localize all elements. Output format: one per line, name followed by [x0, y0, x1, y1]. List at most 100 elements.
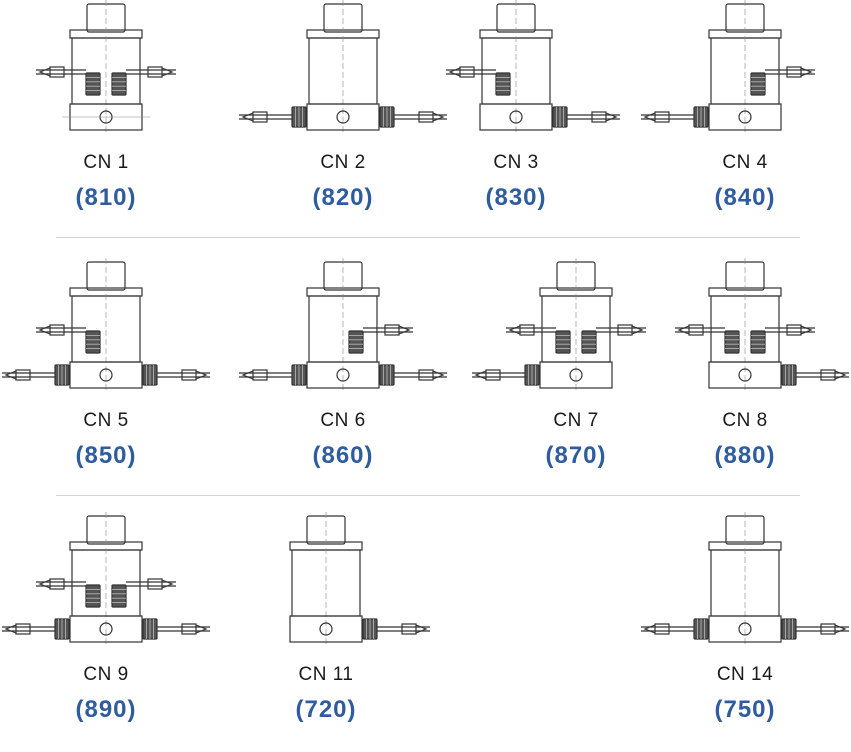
hose-barb — [508, 325, 521, 335]
product-cell[interactable]: CN 5 (850) — [0, 258, 212, 498]
valve-drawing-cn3 — [446, 0, 620, 134]
hose-collar — [820, 369, 836, 381]
valve-drawing-cn14 — [641, 512, 849, 646]
product-label: CN 2 — [320, 152, 366, 173]
hose-barb — [161, 579, 174, 589]
hose-collar — [688, 324, 704, 336]
valve-drawing-cn5 — [2, 258, 210, 392]
port-circle — [738, 622, 752, 636]
hose-barb — [643, 624, 656, 634]
product-label: CN 6 — [320, 410, 366, 431]
product-label: CN 7 — [553, 410, 599, 431]
hose-collar — [617, 324, 633, 336]
hose-barb — [834, 624, 847, 634]
bottom-block — [289, 615, 363, 643]
hose-collar — [418, 111, 434, 123]
hose-barb — [605, 112, 618, 122]
hex-nut — [85, 72, 101, 96]
product-cell[interactable]: CN 1 (810) — [0, 0, 212, 240]
product-code: (840) — [714, 184, 776, 211]
product-cell[interactable]: CN 2 (820) — [237, 0, 449, 240]
valve-drawing-cn1 — [36, 0, 176, 134]
hose-barb — [432, 370, 445, 380]
product-label: CN 5 — [83, 410, 129, 431]
hose-collar — [147, 578, 163, 590]
hose-collar — [485, 369, 501, 381]
bottom-block — [708, 361, 782, 389]
product-label: CN 8 — [722, 410, 768, 431]
hose-collar — [820, 623, 836, 635]
product-code: (860) — [312, 442, 374, 469]
hose-collar — [15, 623, 31, 635]
hose-barb — [4, 624, 17, 634]
port-circle — [738, 110, 752, 124]
hex-nut — [111, 584, 127, 608]
hose-collar — [519, 324, 535, 336]
port-circle — [319, 622, 333, 636]
port-circle — [336, 368, 350, 382]
bottom-block — [708, 615, 782, 643]
product-cell[interactable]: CN 9 (890) — [0, 512, 212, 752]
hose-collar — [181, 369, 197, 381]
hose-collar — [654, 623, 670, 635]
hex-nut — [555, 330, 571, 354]
product-code: (890) — [75, 696, 137, 723]
hex-nut — [724, 330, 740, 354]
product-cell[interactable]: CN 11 (720) — [220, 512, 432, 752]
valve-drawing-cn8 — [675, 258, 849, 392]
port-circle — [569, 368, 583, 382]
hose-collar — [418, 369, 434, 381]
hose-barb — [415, 624, 428, 634]
hose-barb — [241, 370, 254, 380]
hose-collar — [49, 324, 65, 336]
hose-barb — [643, 112, 656, 122]
hose-barb — [448, 67, 461, 77]
product-cell[interactable]: CN 3 (830) — [410, 0, 622, 240]
hose-collar — [15, 369, 31, 381]
valve-drawing-cn9 — [2, 512, 210, 646]
hose-barb — [631, 325, 644, 335]
product-label: CN 9 — [83, 664, 129, 685]
hose-barb — [161, 67, 174, 77]
hose-collar — [49, 66, 65, 78]
product-cell[interactable]: CN 7 (870) — [470, 258, 682, 498]
valve-drawing-cn6 — [239, 258, 447, 392]
hose-barb — [4, 370, 17, 380]
product-code: (880) — [714, 442, 776, 469]
hose-barb — [432, 112, 445, 122]
product-cell[interactable]: CN 8 (880) — [639, 258, 851, 498]
row-divider — [56, 237, 800, 238]
product-code: (720) — [295, 696, 357, 723]
hose-barb — [398, 325, 411, 335]
hose-barb — [800, 67, 813, 77]
hose-barb — [38, 579, 51, 589]
hose-barb — [38, 67, 51, 77]
bottom-block — [306, 361, 380, 389]
hose-barb — [677, 325, 690, 335]
hose-collar — [459, 66, 475, 78]
hex-nut — [348, 330, 364, 354]
valve-drawing-cn11 — [289, 512, 430, 646]
product-cell[interactable]: CN 14 (750) — [639, 512, 851, 752]
hose-collar — [654, 111, 670, 123]
hose-collar — [786, 324, 802, 336]
port-circle — [509, 110, 523, 124]
product-cell[interactable]: CN 4 (840) — [639, 0, 851, 240]
product-code: (810) — [75, 184, 137, 211]
product-label: CN 4 — [722, 152, 768, 173]
hose-collar — [181, 623, 197, 635]
port-circle — [336, 110, 350, 124]
product-cell[interactable]: CN 6 (860) — [237, 258, 449, 498]
hose-barb — [241, 112, 254, 122]
product-label: CN 11 — [298, 664, 354, 685]
bottom-block — [539, 361, 613, 389]
hose-barb — [800, 325, 813, 335]
hose-collar — [252, 111, 268, 123]
product-label: CN 1 — [83, 152, 129, 173]
bottom-block — [306, 103, 380, 131]
hose-barb — [38, 325, 51, 335]
product-code: (830) — [485, 184, 547, 211]
product-label: CN 14 — [716, 664, 774, 685]
hose-barb — [195, 370, 208, 380]
product-code: (870) — [545, 442, 607, 469]
